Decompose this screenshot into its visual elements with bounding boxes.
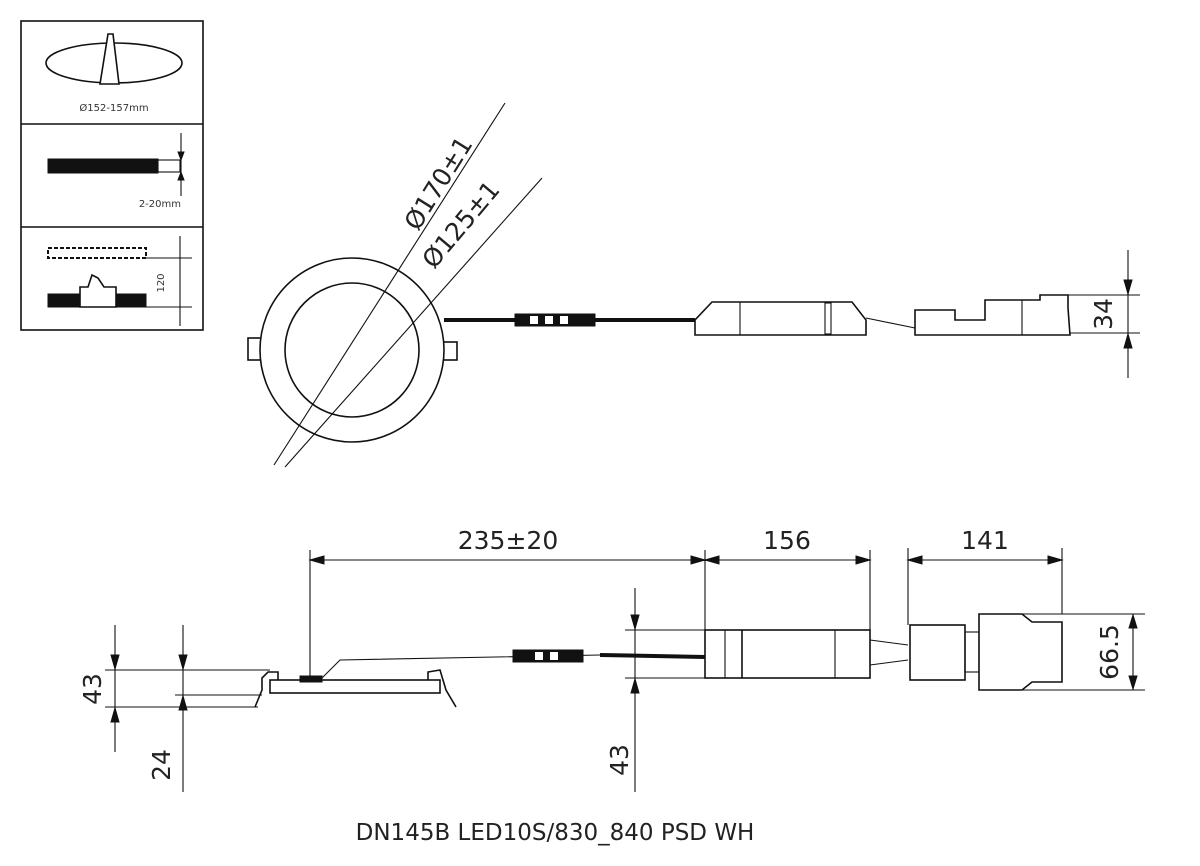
ceiling-thickness-label: 2-20mm	[139, 199, 181, 210]
diameter-line-inner	[284, 177, 543, 468]
connector-side-b	[978, 613, 1063, 691]
outer-ring	[259, 257, 445, 443]
lamp-height-label: 43	[78, 673, 107, 705]
driver-side	[704, 629, 871, 679]
driver-top	[694, 301, 867, 336]
connector-side-a	[909, 624, 966, 681]
ceiling-board	[47, 158, 159, 174]
spring-clip-right	[442, 341, 458, 361]
inline-connector-side	[512, 649, 584, 663]
driver-height-label: 43	[605, 744, 634, 776]
inner-ring	[284, 282, 420, 418]
cutout-label: Ø152-157mm	[79, 102, 148, 114]
diameter-line-outer	[273, 102, 506, 466]
inline-connector	[514, 313, 596, 327]
product-title: DN145B LED10S/830_840 PSD WH	[356, 820, 755, 846]
cable-length-label: 235±20	[458, 526, 558, 555]
connector-top	[914, 294, 1071, 336]
clearance-label: 120	[156, 273, 167, 292]
recess-depth-label: 24	[147, 749, 176, 781]
driver-length-label: 156	[763, 526, 811, 555]
top-connector-height-label: 34	[1089, 298, 1118, 330]
top-view: Ø170±1 Ø125±1 34	[247, 102, 1140, 468]
installation-legend-panel: Ø152-157mm 2-20mm 120	[20, 20, 204, 331]
connector-height-label: 66.5	[1095, 624, 1124, 680]
connector-length-label: 141	[961, 526, 1009, 555]
side-view: 235±20 156 141 43 24 43	[78, 526, 1145, 792]
